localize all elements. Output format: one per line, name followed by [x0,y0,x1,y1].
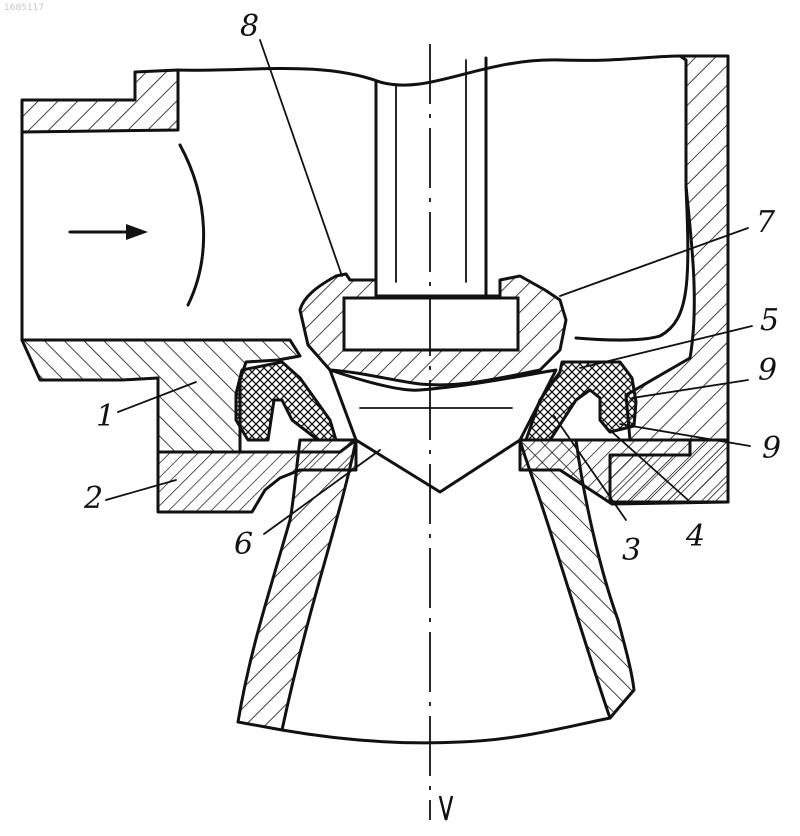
label-1: 1 [96,399,115,434]
leader-8 [260,40,342,276]
archive-stamp: 1685117 [4,3,44,13]
inlet-flow-arrow-head [126,224,148,240]
outlet-bottom-edge [282,718,610,743]
pipe-break-curve [180,145,204,305]
label-8: 8 [240,9,259,44]
housing-inner-chamber [576,186,688,340]
housing-top-outline [178,56,680,85]
cone-insert [330,370,556,492]
label-4: 4 [685,519,705,554]
housing-right-wall [610,56,728,502]
housing-top-wall [22,70,178,132]
label-3: 3 [622,533,641,568]
label-6: 6 [234,527,253,562]
label-9-lower: 9 [762,431,781,466]
label-7: 7 [756,205,776,240]
disc-cavity [344,298,518,350]
outlet-flow-arrow-head [440,796,452,820]
stem-inner-line [396,60,466,282]
label-5: 5 [760,303,779,338]
seal-left [236,362,336,440]
label-9-upper: 9 [758,353,777,388]
label-2: 2 [83,481,103,516]
valve-stem [376,58,486,296]
